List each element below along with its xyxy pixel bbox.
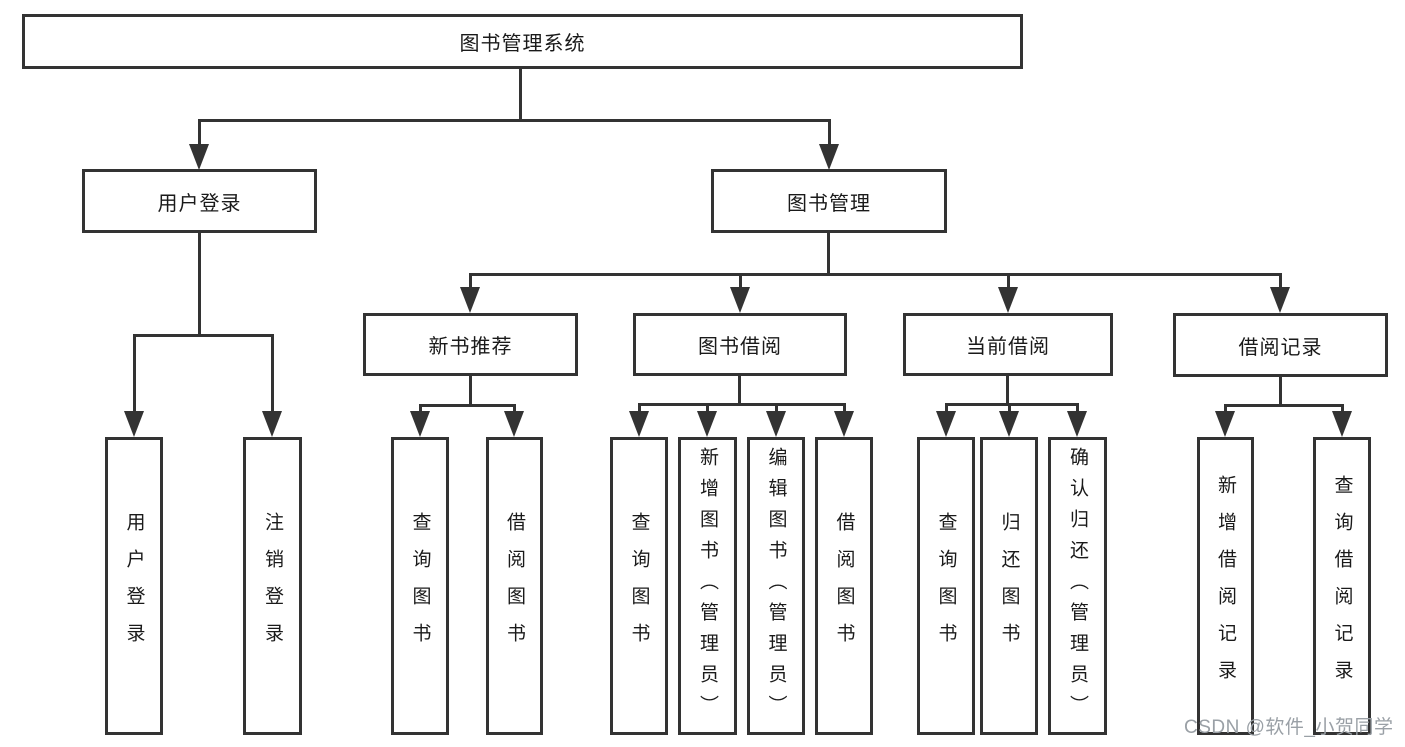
leaf-borrow-add-admin: 新增图书（管理员） — [678, 437, 737, 735]
connector-currentborrow-vline — [1006, 376, 1009, 406]
connector-stub — [706, 403, 709, 416]
connector-stub — [775, 403, 778, 416]
leaf-label: 注销登录 — [262, 512, 283, 660]
leaf-label: 查询图书 — [409, 512, 431, 660]
connector-stub — [1224, 404, 1227, 416]
leaf-label: 确认归还（管理员） — [1067, 446, 1088, 726]
node-book-mgmt: 图书管理 — [711, 169, 947, 233]
connector-stub — [1341, 404, 1344, 416]
leaf-label: 归还图书 — [998, 512, 1020, 660]
leaf-current-query: 查询图书 — [917, 437, 975, 735]
node-current-borrow-label: 当前借阅 — [966, 336, 1050, 358]
connector-stub — [945, 403, 948, 416]
connector-bookborrow-vline — [738, 376, 741, 406]
leaf-label: 借阅图书 — [833, 512, 855, 660]
leaf-newbook-query: 查询图书 — [391, 437, 449, 735]
leaf-borrow-edit-admin: 编辑图书（管理员） — [747, 437, 805, 735]
arrowhead-icon — [819, 144, 839, 170]
node-borrow-record: 借阅记录 — [1173, 313, 1388, 377]
node-user-login: 用户登录 — [82, 169, 317, 233]
leaf-label: 查询图书 — [935, 512, 957, 660]
connector-bookmgmt-hline — [469, 273, 1282, 276]
arrowhead-icon — [1332, 411, 1352, 437]
connector-stub — [133, 334, 136, 416]
arrowhead-icon — [504, 411, 524, 437]
node-book-borrow: 图书借阅 — [633, 313, 847, 376]
arrowhead-icon — [999, 411, 1019, 437]
leaf-record-query: 查询借阅记录 — [1313, 437, 1371, 735]
node-new-book-rec-label: 新书推荐 — [428, 336, 513, 358]
arrowhead-icon — [730, 287, 750, 313]
connector-root-vline — [519, 69, 522, 122]
node-current-borrow: 当前借阅 — [903, 313, 1113, 376]
watermark: CSDN @软件_小贺同学 — [1184, 717, 1394, 738]
connector-stub — [828, 119, 831, 150]
connector-root-hline — [198, 119, 831, 122]
connector-stub — [1076, 403, 1079, 416]
leaf-label: 用户登录 — [123, 512, 145, 660]
leaf-label: 编辑图书（管理员） — [765, 446, 787, 726]
connector-borrowrecord-hline — [1224, 404, 1344, 407]
connector-userlogin-hline — [133, 334, 274, 337]
connector-bookmgmt-vline — [827, 233, 830, 276]
connector-stub — [513, 404, 516, 416]
arrowhead-icon — [1067, 411, 1087, 437]
connector-stub — [1008, 403, 1011, 416]
node-root-label: 图书管理系统 — [459, 33, 586, 55]
leaf-label: 借阅图书 — [504, 512, 525, 660]
arrowhead-icon — [189, 144, 209, 170]
leaf-borrow-query: 查询图书 — [610, 437, 668, 735]
leaf-user-login-logout: 注销登录 — [243, 437, 302, 735]
node-book-borrow-label: 图书借阅 — [698, 336, 782, 358]
leaf-label: 新增图书（管理员） — [697, 446, 718, 726]
connector-stub — [271, 334, 274, 416]
connector-stub — [198, 119, 201, 150]
connector-stub — [843, 403, 846, 416]
connector-stub — [1007, 273, 1010, 293]
arrowhead-icon — [262, 411, 282, 437]
connector-stub — [1279, 273, 1282, 293]
connector-newbook-hline — [419, 404, 516, 407]
node-borrow-record-label: 借阅记录 — [1238, 336, 1323, 359]
leaf-label: 查询图书 — [628, 512, 650, 660]
leaf-current-return: 归还图书 — [980, 437, 1038, 735]
node-book-mgmt-label: 图书管理 — [787, 192, 871, 215]
arrowhead-icon — [629, 411, 649, 437]
arrowhead-icon — [410, 411, 430, 437]
arrowhead-icon — [1270, 287, 1290, 313]
leaf-user-login-login: 用户登录 — [105, 437, 163, 735]
connector-currentborrow-hline — [945, 403, 1079, 406]
arrowhead-icon — [766, 411, 786, 437]
leaf-label: 查询借阅记录 — [1331, 475, 1353, 697]
node-user-login-label: 用户登录 — [157, 192, 242, 215]
connector-stub — [638, 403, 641, 416]
connector-bookborrow-hline — [638, 403, 846, 406]
leaf-current-confirm-admin: 确认归还（管理员） — [1048, 437, 1107, 735]
connector-stub — [419, 404, 422, 416]
leaf-record-add: 新增借阅记录 — [1197, 437, 1254, 735]
arrowhead-icon — [460, 287, 480, 313]
arrowhead-icon — [936, 411, 956, 437]
arrowhead-icon — [998, 287, 1018, 313]
node-new-book-rec: 新书推荐 — [363, 313, 578, 376]
arrowhead-icon — [697, 411, 717, 437]
node-root: 图书管理系统 — [22, 14, 1023, 69]
connector-borrowrecord-vline — [1279, 377, 1282, 407]
connector-stub — [739, 273, 742, 293]
connector-userlogin-vline — [198, 233, 201, 337]
leaf-newbook-borrow: 借阅图书 — [486, 437, 543, 735]
connector-newbook-vline — [469, 376, 472, 407]
arrowhead-icon — [834, 411, 854, 437]
arrowhead-icon — [124, 411, 144, 437]
arrowhead-icon — [1215, 411, 1235, 437]
leaf-label: 新增借阅记录 — [1215, 475, 1236, 697]
connector-stub — [469, 273, 472, 293]
leaf-borrow-borrow: 借阅图书 — [815, 437, 873, 735]
